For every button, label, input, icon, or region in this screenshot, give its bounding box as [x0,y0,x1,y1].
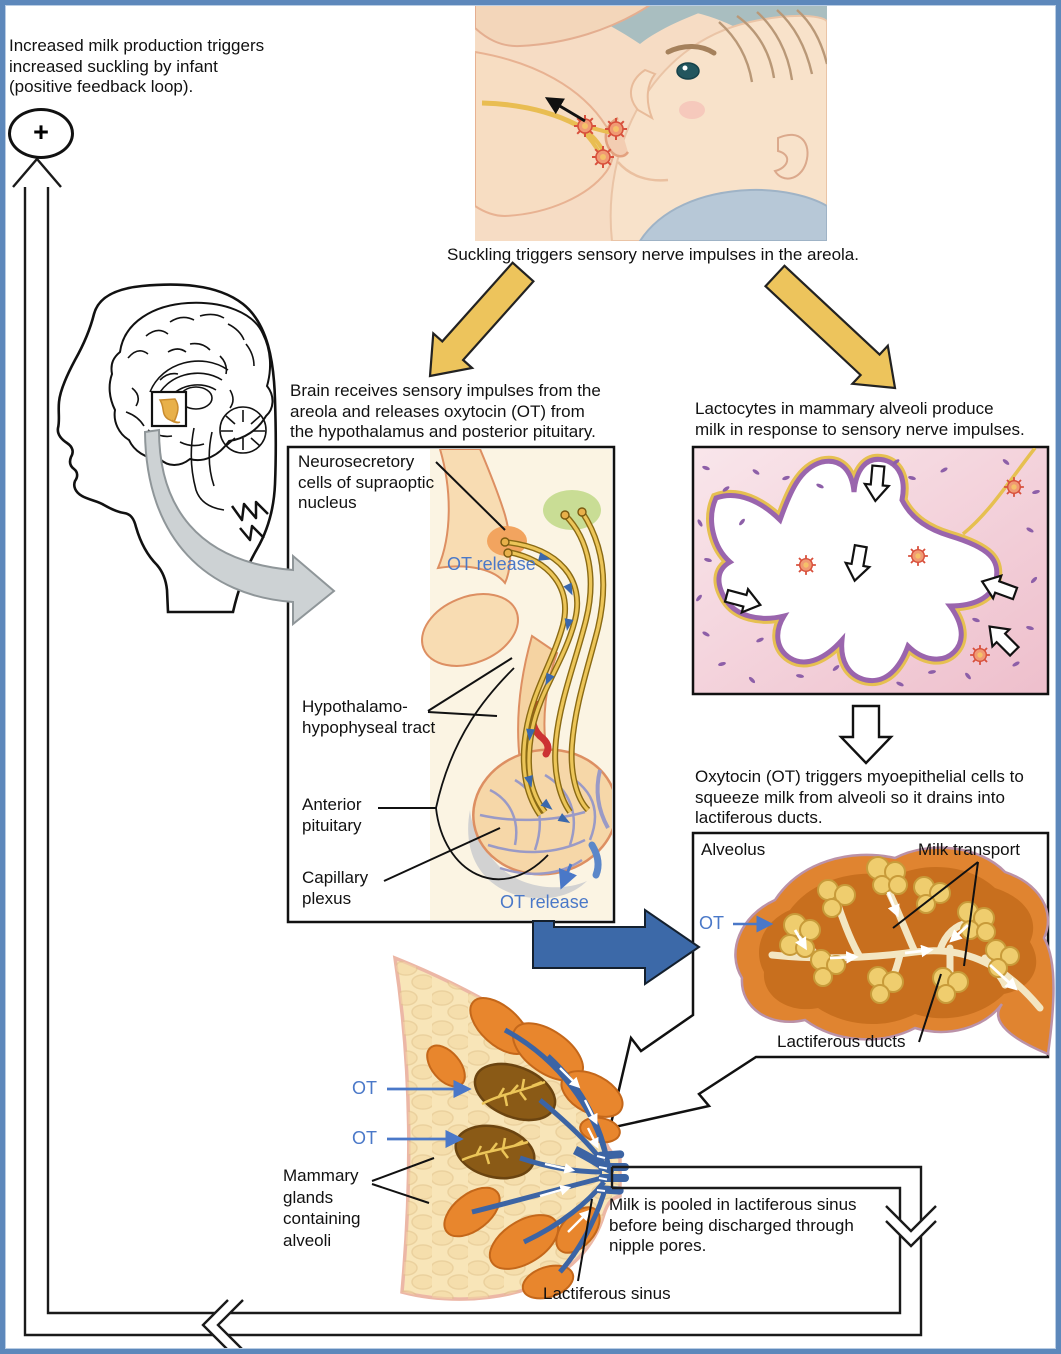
brain-gyri [125,313,267,511]
nape-hair-strokes [230,500,269,542]
tract-label: Hypothalamo- hypophyseal tract [302,697,436,737]
lactiferous-sinus-label: Lactiferous sinus [543,1284,671,1303]
ot-release-bottom-label: OT release [500,892,589,912]
alveoli-clusters [779,856,1020,1004]
milk-flow-arrows [793,891,1018,991]
lactocytes-caption: Lactocytes in mammary alveoli produce mi… [695,399,1025,439]
alveolus-leader-lines [892,861,979,1043]
myoepithelial-cells [696,459,1040,687]
suckling-caption: Suckling triggers sensory nerve impulses… [447,245,859,264]
pituitary-illustration [421,449,612,920]
head-brain-illustration [56,283,278,614]
yellow-arrow-left [428,261,535,378]
capillary-plexus-label: Capillary plexus [302,868,369,908]
anterior-pituitary-label: Anterior pituitary [302,795,362,835]
areola-nerves [481,100,628,169]
feedback-loop-arrow [12,157,937,1351]
white-down-arrow [838,704,894,765]
nerve-impulse-arrow [544,97,586,123]
alveoli-illustration [696,448,1040,687]
milk-pooled-caption: Milk is pooled in lactiferous sinus befo… [609,1195,857,1255]
neurosecretory-label: Neurosecretory cells of supraoptic nucle… [298,452,435,512]
ot-label-breast-1: OT [352,1078,377,1098]
feedback-caption: Increased milk production triggers incre… [9,36,265,96]
ot-release-arrow [558,863,577,890]
hypothalamo-hypophyseal-fibers [500,507,607,817]
mammary-glands-label: Mammary glands containing alveoli [283,1166,361,1250]
positive-feedback-symbol: + [8,108,74,159]
oxytocin-caption: Oxytocin (OT) triggers myoepithelial cel… [695,767,1024,827]
ot-exit-vessel [588,841,602,879]
breast-illustration [392,955,629,1301]
blood-vessel [529,700,552,758]
pituitary-leader-lines [378,461,513,882]
milk-transport-label: Milk transport [918,840,1021,859]
alveolus-label: Alveolus [701,840,766,859]
milk-flow-arrows-breast [539,1067,599,1233]
ot-release-top-label: OT release [447,554,536,574]
brain-caption: Brain receives sensory impulses from the… [290,381,601,441]
ot-label-alveolus: OT [699,913,724,933]
yellow-arrow-right [763,264,897,390]
blue-ot-pathway-arrow [532,908,701,986]
infant-suckling-illustration [475,5,827,241]
lactiferous-ducts-label: Lactiferous ducts [777,1032,906,1051]
breast-leader-lines [371,1157,593,1282]
magnify-arrow [143,428,336,627]
ot-label-breast-2: OT [352,1128,377,1148]
